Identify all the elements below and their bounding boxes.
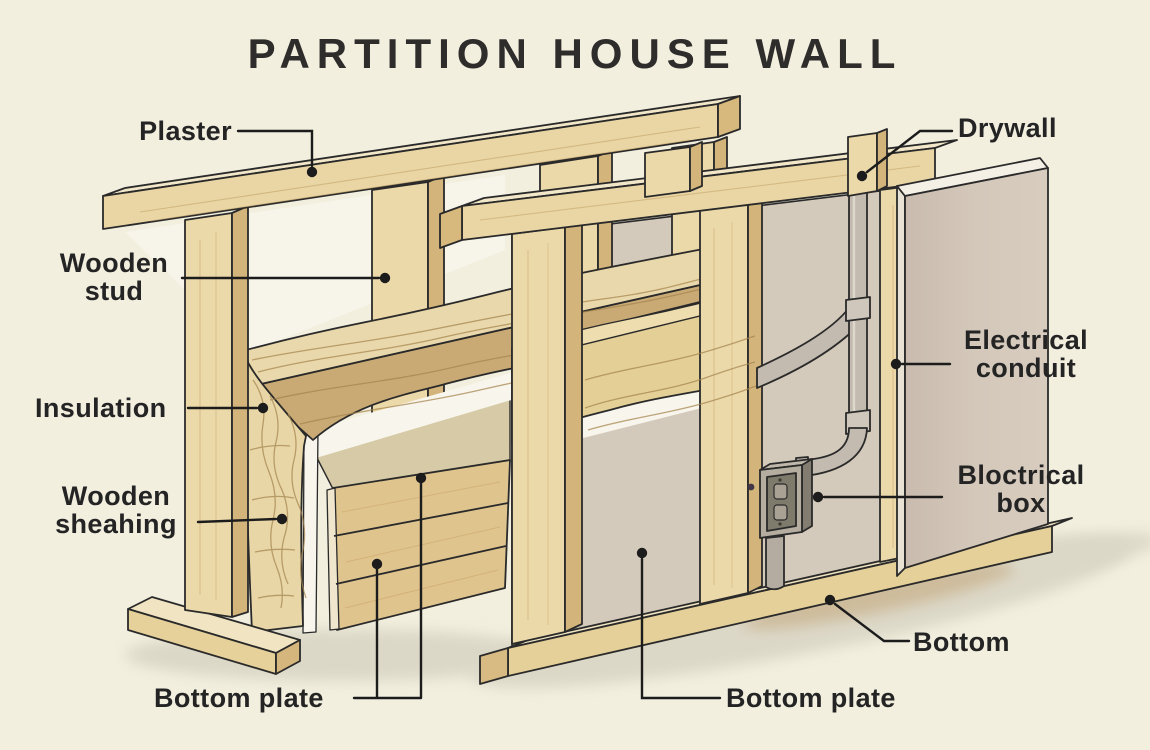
- wall-stud: [511, 219, 583, 645]
- label-bottom-plate-right: Bottom plate: [726, 683, 896, 713]
- top-plate: [102, 95, 741, 230]
- electrical-conduit-stub: [765, 535, 785, 591]
- label-bottom-plate-left: Bottom plate: [154, 683, 324, 713]
- stray-dot: [747, 483, 755, 491]
- label-insulation: Insulation: [35, 393, 167, 423]
- label-drywall: Drywall: [958, 113, 1057, 143]
- cripple-stud: [644, 141, 703, 198]
- electrical-box: [759, 458, 813, 539]
- wall-stud: [699, 197, 763, 605]
- wall-stud: [184, 205, 249, 618]
- label-wooden-sheathing: Wooden sheahing: [55, 481, 177, 540]
- label-plaster: Plaster: [139, 116, 232, 146]
- label-wooden-stud: Wooden stud: [59, 248, 169, 307]
- label-bottom: Bottom: [913, 627, 1010, 657]
- leader-dots: [257, 166, 902, 606]
- leader-lines: [180, 129, 954, 700]
- diagram-title: PARTITION HOUSE WALL: [247, 30, 903, 77]
- bottom-plate: [127, 596, 301, 675]
- insulation-texture: [584, 335, 757, 431]
- drywall-panel: [896, 157, 1049, 577]
- label-electrical-box: Bloctrical box: [957, 460, 1085, 519]
- label-electrical-conduit: Electrical conduit: [963, 325, 1089, 384]
